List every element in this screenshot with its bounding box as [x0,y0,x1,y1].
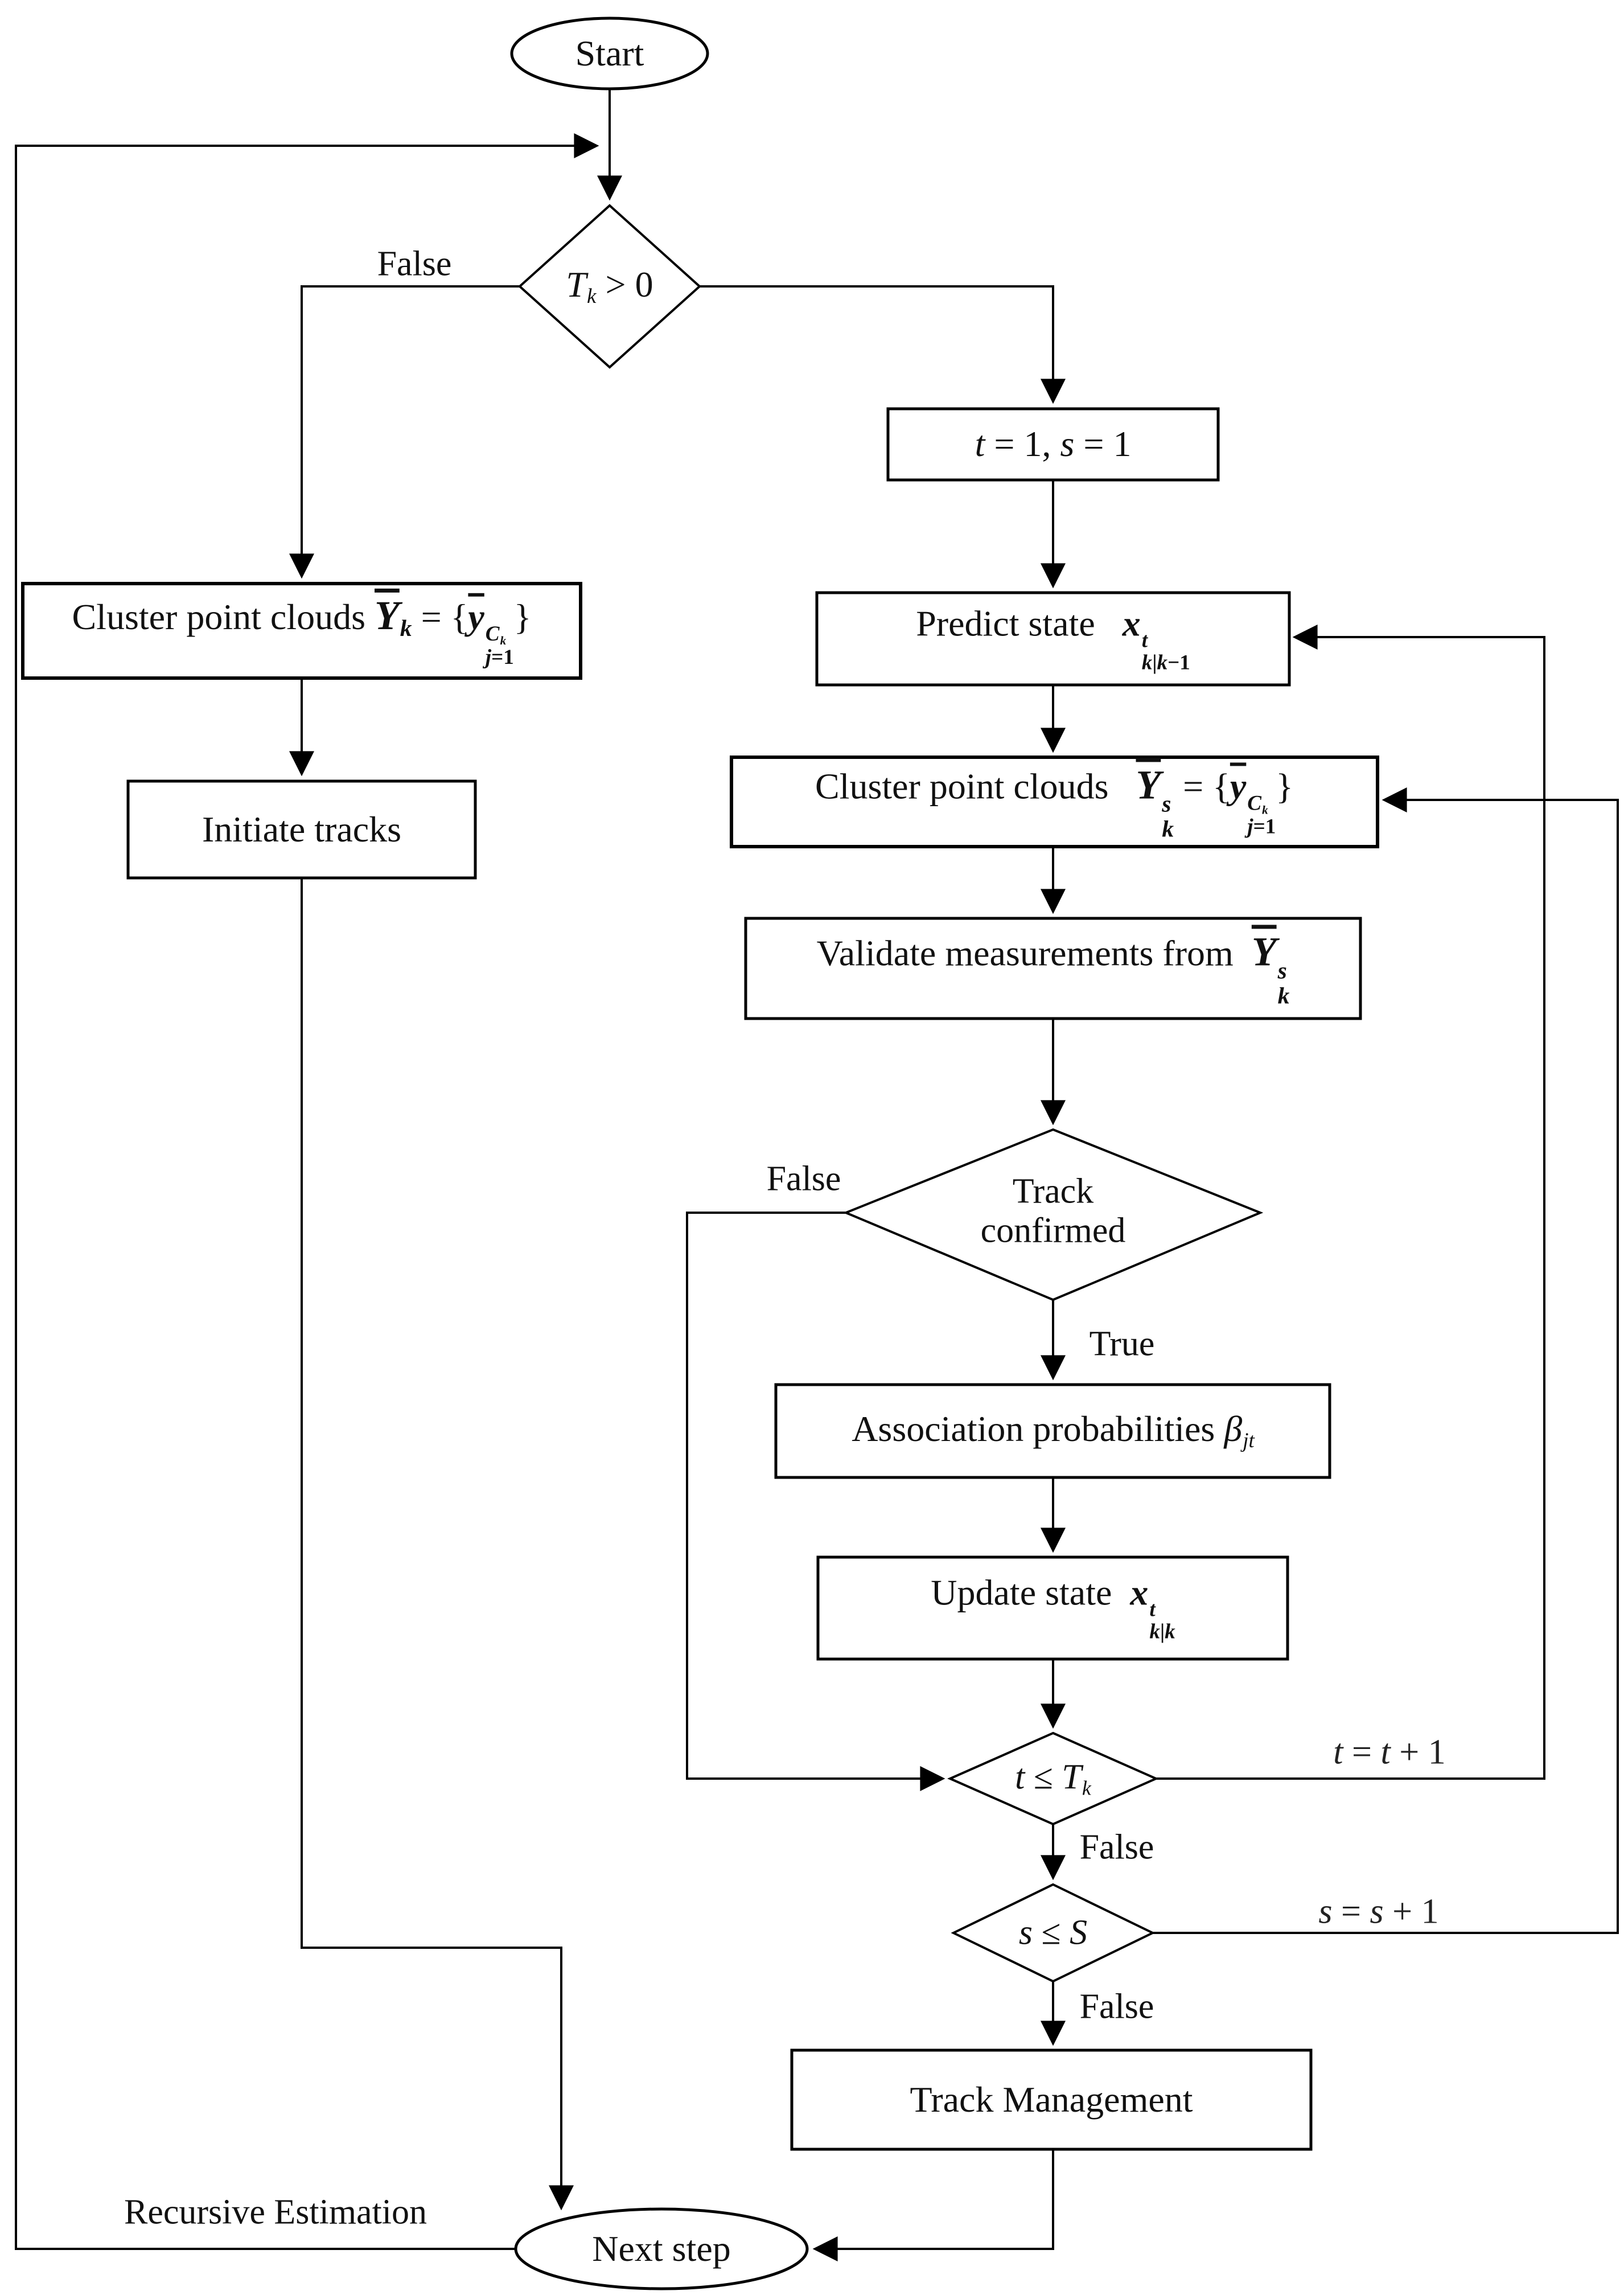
s-loop-check-diamond [951,1883,1156,1983]
recursive-estimation-label: Recursive Estimation [124,2193,427,2232]
track-confirmed-label: Track confirmed [980,1172,1126,1250]
s-increment-edge-label: s = s + 1 [1318,1892,1439,1931]
start-terminator [510,17,709,91]
association-probabilities-label: Association probabilities βjt [852,1409,1255,1453]
initiate-tracks-label: Initiate tracks [202,809,402,850]
predict-state-box [815,591,1291,687]
validate-measurements-box [744,917,1362,1020]
edge-tk-true-to-init-loop-vars [700,285,1066,404]
init-loop-vars-box [886,407,1220,482]
next-step-terminator [514,2207,809,2290]
association-probabilities-box [774,1383,1331,1479]
tk-decision-label: Tk > 0 [566,264,653,309]
tk-false-edge-label: False [377,244,452,284]
tk-decision-diamond [518,204,701,369]
edge-initiate-tracks-to-next-step [301,878,574,2211]
s-loop-false-edge-label: False [1079,1987,1154,2026]
next-step-label: Next step [592,2228,731,2269]
edge-s-loop-increment-to-cluster-scan [1153,787,1619,1934]
t-loop-check-diamond [947,1731,1159,1826]
s-loop-check-label: s ≤ S [1018,1913,1088,1952]
initiate-tracks-box [126,779,477,880]
cluster-scan-box [730,756,1379,848]
track-confirmed-true-edge-label: True [1089,1324,1155,1364]
track-management-box [790,2048,1313,2151]
t-loop-false-edge-label: False [1079,1828,1154,1867]
edge-t-loop-increment-to-predict [1156,625,1545,1780]
track-confirmed-false-edge-label: False [766,1159,841,1198]
track-management-label: Track Management [910,2079,1193,2120]
t-loop-check-label: t ≤ Tk [1015,1758,1091,1800]
t-increment-edge-label: t = t + 1 [1333,1732,1446,1772]
update-state-box [816,1555,1289,1661]
start-label: Start [575,33,644,74]
edge-track-management-to-next-step [812,2149,1054,2261]
track-confirmed-diamond [842,1128,1264,1302]
edge-tk-false-to-cluster-initial [289,285,520,579]
edge-track-confirmed-false-to-t-loop [686,1212,945,1791]
edge-recursive-loop [15,133,599,2250]
cluster-initial-box [21,582,582,680]
init-loop-vars-label: t = 1, s = 1 [975,424,1132,465]
